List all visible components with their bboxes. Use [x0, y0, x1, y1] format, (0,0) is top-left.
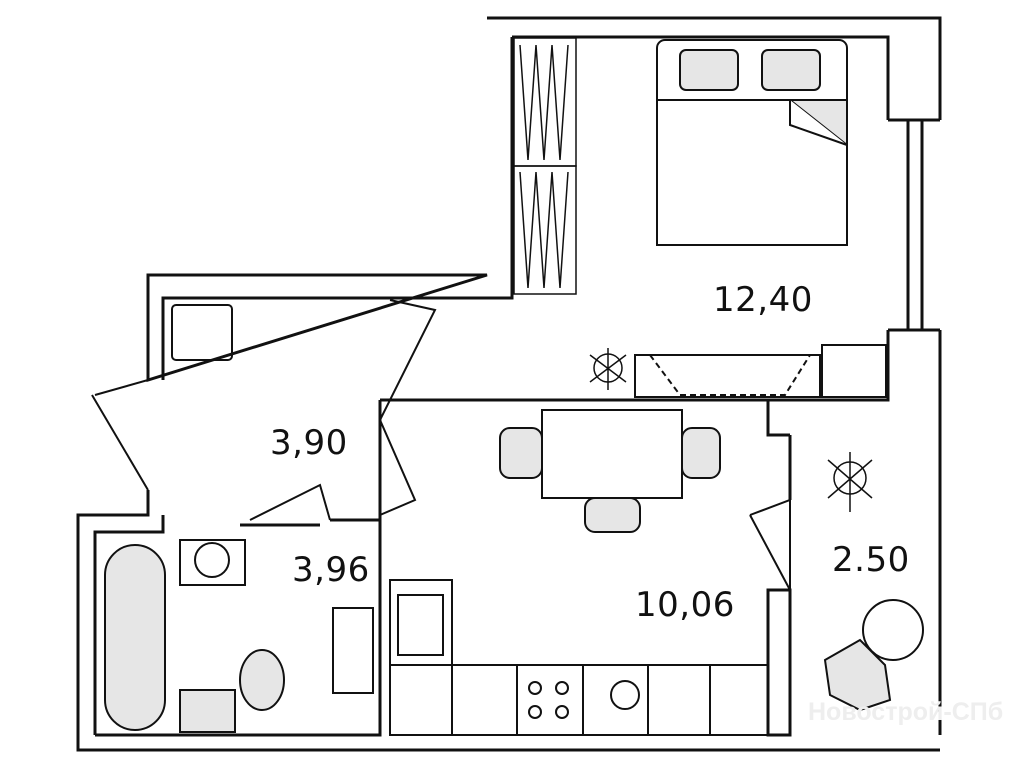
kitchen-walls: [378, 398, 792, 737]
wardrobe: [513, 37, 577, 295]
balcony-furniture: [823, 599, 924, 712]
balcony-area-label: 2.50: [832, 540, 910, 580]
hall-fixtures: [91, 299, 791, 591]
watermark: Новострой-СПб: [808, 698, 1004, 726]
bedroom-area-label: 12,40: [713, 280, 813, 320]
hallway-area-label: 3,90: [270, 423, 348, 463]
tv-stand: [634, 344, 887, 398]
bed: [656, 39, 848, 246]
kitchen-units: [389, 579, 769, 736]
outer-wall: [76, 16, 942, 752]
walls: [76, 16, 942, 752]
bath-walls: [93, 515, 382, 737]
window-right: [888, 118, 940, 332]
bathroom-area-label: 3,96: [292, 550, 370, 590]
bathroom-fixtures: [104, 539, 374, 733]
kitchen-area-label: 10,06: [635, 585, 735, 625]
dining-table: [499, 409, 721, 533]
